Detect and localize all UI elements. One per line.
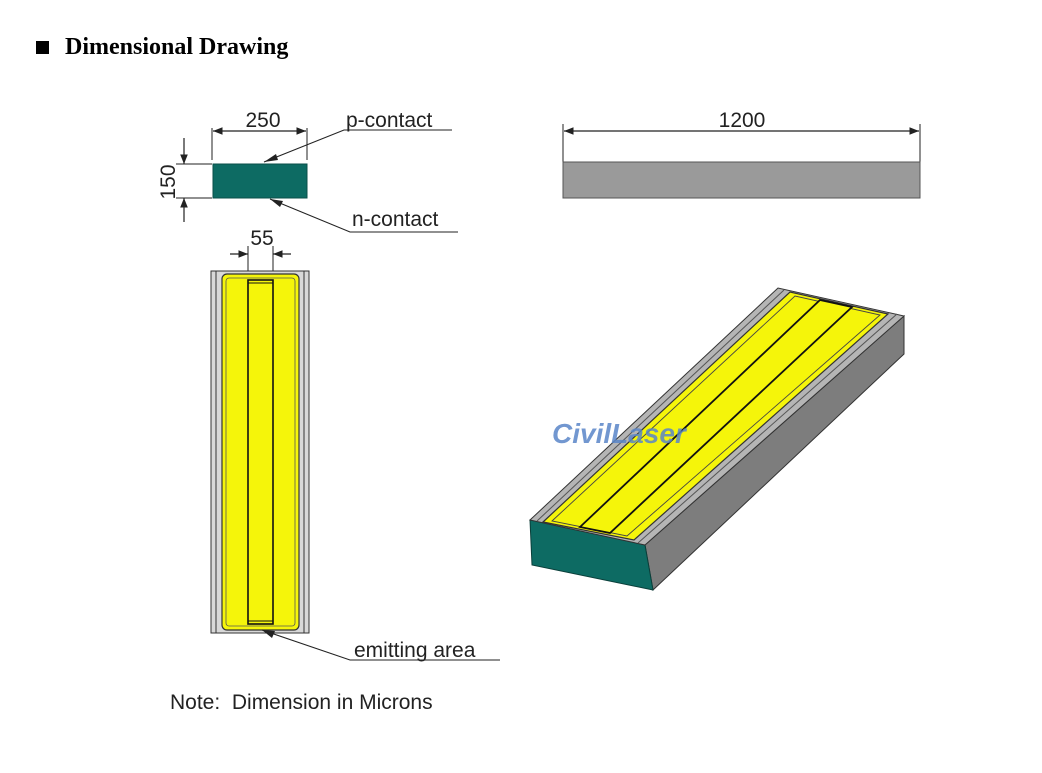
chip-side-face [562, 161, 921, 199]
square-bullet-icon [36, 41, 49, 54]
section-heading: Dimensional Drawing [36, 34, 288, 61]
n-contact-leader [269, 198, 458, 233]
emitting-stripe-top [247, 279, 274, 625]
p-contact-leader [263, 129, 452, 163]
page-title: Dimensional Drawing [65, 34, 289, 60]
iso-emitting-stripe [578, 299, 854, 534]
emitting-area-leader [261, 629, 500, 661]
chip-front-face [212, 163, 308, 199]
units-note: Note: Dimension in Microns [170, 691, 433, 714]
width-dimension-label: 250 [245, 109, 280, 132]
isometric-view [528, 287, 906, 591]
height-dimension-label: 150 [157, 164, 180, 199]
side-view: 1200 [562, 109, 921, 199]
n-contact-label: n-contact [352, 208, 439, 231]
emitter-width-label: 55 [250, 227, 273, 250]
watermark-logo: CivilLaser [552, 418, 688, 449]
top-view: 55 emitting area [210, 227, 500, 662]
length-dimension-label: 1200 [719, 109, 766, 132]
front-view: 250 150 p-contact n-contact [157, 109, 458, 233]
emitting-area-label: emitting area [354, 639, 476, 662]
p-contact-label: p-contact [346, 109, 433, 132]
